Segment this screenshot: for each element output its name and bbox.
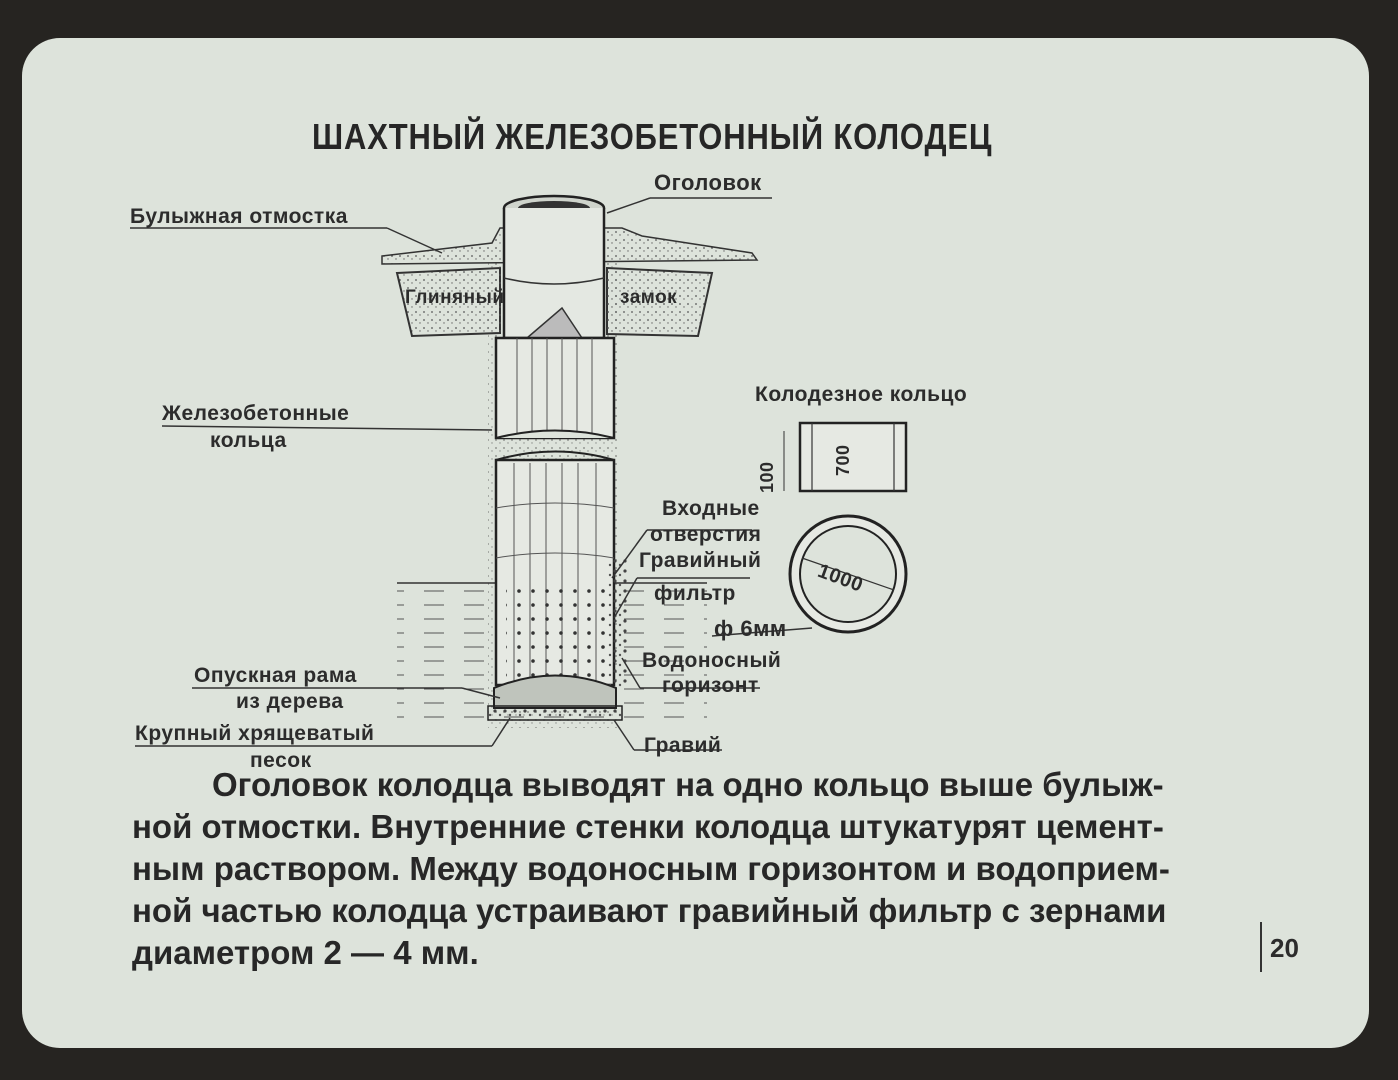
leader-lines <box>130 197 813 751</box>
label-gravel: Гравий <box>644 734 722 757</box>
label-filter-1: Гравийный <box>639 549 762 572</box>
label-sand-1: Крупный хрящеватый <box>135 722 375 745</box>
description-line: ной частью колодца устраивают гравийный … <box>132 892 1167 929</box>
inlet-holes <box>506 588 606 683</box>
label-rings-1: Железобетонные <box>162 402 350 425</box>
label-rings-2: кольца <box>210 429 287 452</box>
description-line: диаметром 2 — 4 мм. <box>132 934 479 971</box>
label-diam-6: ф 6мм <box>714 616 787 641</box>
page-number-rule <box>1260 922 1262 972</box>
page-number: 20 <box>1270 933 1299 963</box>
label-filter-2: фильтр <box>654 582 736 605</box>
label-dim-100: 100 <box>757 461 777 493</box>
lowering-frame <box>493 674 617 709</box>
upper-shaft <box>494 336 616 440</box>
description-text: Оголовок колодца выводят на одно кольцо … <box>132 764 1252 974</box>
label-dim-700: 700 <box>833 444 853 476</box>
label-well-ring: Колодезное кольцо <box>755 383 968 406</box>
gravel-filter <box>608 558 628 688</box>
label-frame-2: из дерева <box>236 690 344 713</box>
description-line: ной отмостки. Внутренние стенки колодца … <box>132 808 1164 845</box>
description-line: Оголовок колодца выводят на одно кольцо … <box>212 766 1164 803</box>
well-diagram <box>130 194 908 751</box>
label-paving: Булыжная отмостка <box>130 205 348 228</box>
label-clay-right: замок <box>620 287 678 308</box>
label-inlet-1: Входные <box>662 497 760 520</box>
description-line: ным раствором. Между водоносным горизонт… <box>132 850 1170 887</box>
label-clay-left: Глиняный <box>405 287 505 308</box>
label-inlet-2: отверстия <box>650 523 762 546</box>
label-head: Оголовок <box>654 170 762 195</box>
gravel-bottom <box>487 705 623 721</box>
diagram-title: ШАХТНЫЙ ЖЕЛЕЗОБЕТОННЫЙ КОЛОДЕЦ <box>312 116 993 157</box>
slide: ШАХТНЫЙ ЖЕЛЕЗОБЕТОННЫЙ КОЛОДЕЦ Оголовок … <box>22 38 1369 1048</box>
label-sand-2: песок <box>250 749 312 772</box>
label-frame-1: Опускная рама <box>194 664 357 687</box>
label-aquifer-1: Водоносный <box>642 649 782 672</box>
ring-side-view <box>798 421 908 493</box>
label-aquifer-2: горизонт <box>662 674 759 697</box>
